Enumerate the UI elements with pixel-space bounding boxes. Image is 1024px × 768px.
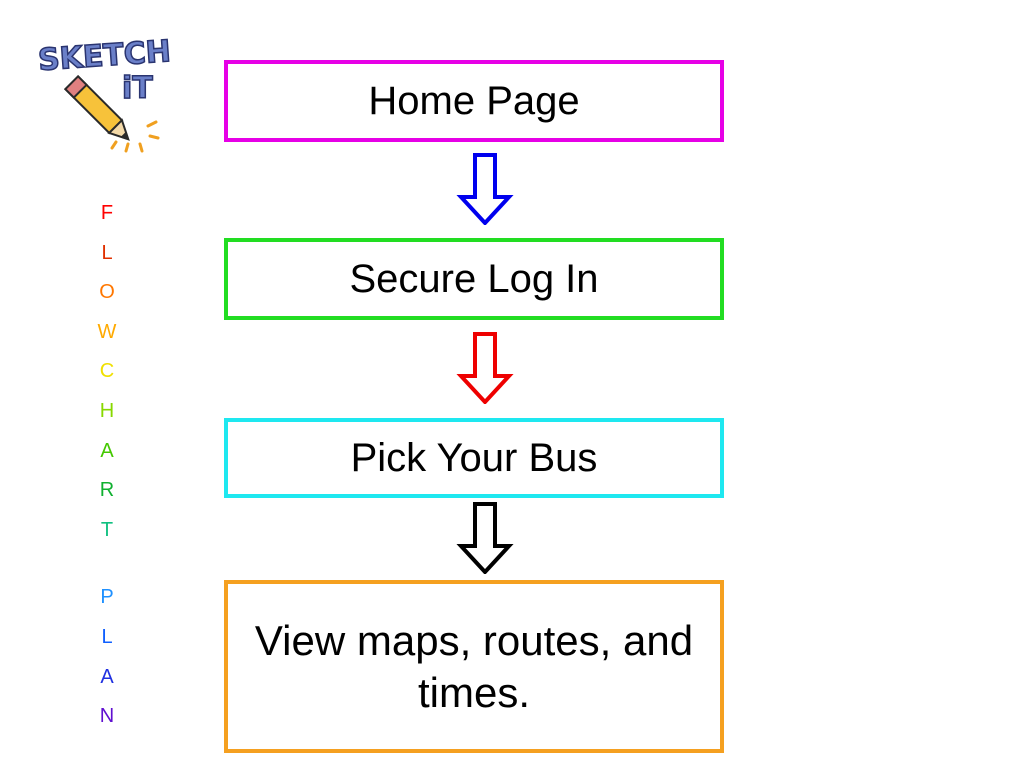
step-view-maps-routes-times: View maps, routes, and times.	[224, 580, 724, 753]
sparkle-icon	[110, 120, 160, 153]
logo-text-it: iT	[122, 71, 153, 106]
pencil-icon	[63, 74, 130, 141]
step-label: View maps, routes, and times.	[254, 616, 694, 716]
down-arrow-icon	[456, 153, 514, 225]
title-letter: W	[97, 320, 117, 343]
title-letter: F	[100, 202, 114, 224]
step-label: Pick Your Bus	[350, 435, 598, 480]
step-label: Home Page	[368, 78, 580, 123]
title-letter: A	[100, 439, 114, 462]
title-letter: H	[99, 399, 115, 422]
down-arrow-icon	[456, 502, 514, 574]
title-letter: L	[101, 241, 113, 264]
step-home-page: Home Page	[224, 60, 724, 142]
title-letter: O	[99, 281, 115, 304]
sketch-it-logo: SKETCH iT	[36, 33, 173, 153]
down-arrow-icon	[456, 332, 514, 404]
title-letter: N	[99, 705, 115, 728]
step-secure-log-in: Secure Log In	[224, 238, 724, 320]
step-pick-your-bus: Pick Your Bus	[224, 418, 724, 498]
logo-text-sketch: SKETCH	[37, 34, 172, 78]
title-letter: L	[101, 625, 113, 648]
title-letter: P	[100, 586, 114, 609]
title-letter: R	[99, 479, 115, 502]
title-letter: A	[100, 665, 114, 688]
step-label: Secure Log In	[349, 256, 599, 301]
word-gap	[92, 554, 122, 582]
title-letter: C	[99, 360, 115, 383]
title-letter: T	[100, 518, 114, 541]
